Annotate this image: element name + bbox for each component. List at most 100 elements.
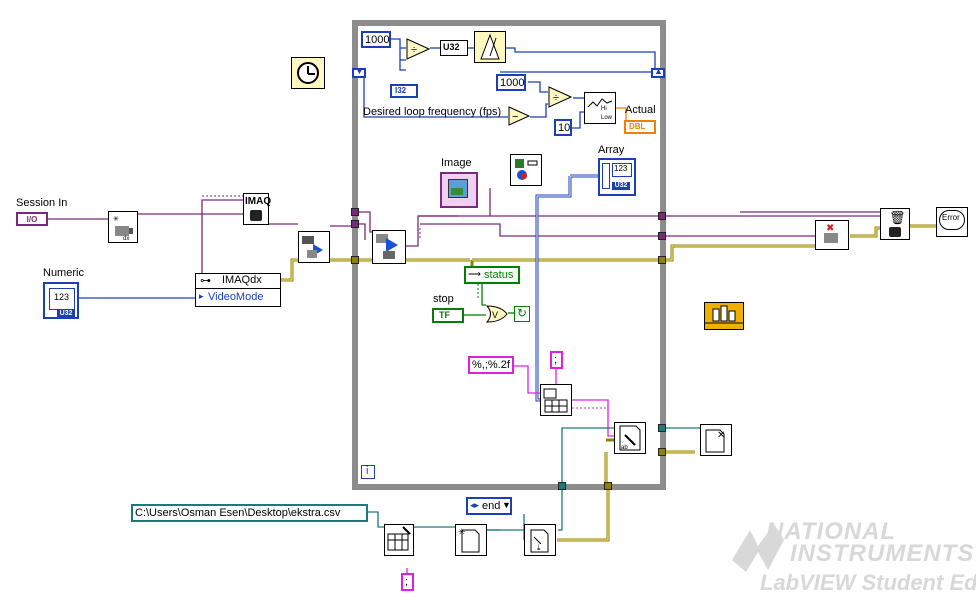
camera-icon: ✳dx [113,215,133,242]
array-indicator[interactable]: 123 U32 [598,158,636,196]
imaqdx-configure-grab-node[interactable] [298,231,330,263]
actual-label: Actual [625,104,656,116]
buildings-icon [705,305,743,324]
svg-text:Hi: Hi [601,106,607,112]
path-wire [368,511,386,528]
wait-until-ms-node[interactable] [474,31,506,63]
desired-loop-label: Desired loop frequency (fps) [363,106,502,118]
svg-text:✖: ✖ [826,223,834,234]
divide-node-top[interactable]: ÷ [406,38,431,60]
file-position-icon: ⤓ [530,529,549,553]
shift-register-left[interactable]: ▼ [352,66,366,78]
file-path-text: C:\Users\Osman Esen\Desktop\ekstra.csv [135,507,341,519]
ref-tunnel-right-2[interactable] [658,232,666,240]
file-tunnel-bottom[interactable] [558,482,566,490]
imaqdx-property-node[interactable]: ⊶ IMAQdx ▸ VideoMode [195,273,281,307]
imaqdx-open-camera-node[interactable]: ✳dx [108,211,138,243]
stop-button-terminal[interactable]: TF [432,308,464,323]
subtract-node[interactable]: − [508,106,531,126]
status-label: status [484,269,514,281]
loop-condition-terminal[interactable]: ↻ [514,306,530,322]
i32-constant[interactable]: I32 [390,84,418,98]
ref-tunnel-right-1[interactable] [658,212,666,220]
timing-node[interactable] [291,57,325,89]
format-string-constant[interactable]: %,;%.2f [468,356,514,374]
delimiter-constant-top[interactable]: ; [550,351,563,369]
build-path-node[interactable] [384,524,414,556]
end-enum-value: end [482,500,501,512]
error-tunnel-left[interactable] [351,256,359,264]
error-tunnel-right-2[interactable] [658,448,666,456]
svg-text:✳: ✳ [458,527,466,537]
trash-icon: 🗑 [889,210,906,225]
session-in-terminal[interactable]: I/O [16,212,48,226]
watermark-labview: LabVIEW Student Ed [760,570,976,595]
delimiter-constant-bottom[interactable]: ; [401,573,414,591]
close-file-node[interactable]: ✕ [700,424,732,456]
svg-text:✕: ✕ [717,430,725,441]
loop-condition-icon: ↻ [517,306,528,320]
format-wire [514,365,540,394]
watermark-national: NATIONAL [766,518,897,545]
constant-1000-mid[interactable]: 1000 [496,74,526,91]
image-to-array-node[interactable] [510,154,542,186]
divide-node-mid[interactable]: ÷ [548,86,573,108]
image-indicator[interactable] [440,172,478,208]
ni-logo-icon [732,524,784,572]
shift-register-right[interactable]: ▲ [651,66,665,78]
session-wire-2 [138,213,203,275]
or-node[interactable]: V [485,305,508,323]
numeric-control[interactable]: 123 U32 [43,282,79,319]
iteration-terminal[interactable]: i [361,465,375,479]
write-file-icon: ab [619,425,641,451]
buildings-glyph [704,302,744,330]
ref-tunnel-left-1[interactable] [351,208,359,216]
to-u32-node[interactable]: U32 [440,40,468,56]
constant-1000-top[interactable]: 1000 [361,31,391,48]
error-tunnel-bottom[interactable] [604,482,612,490]
io-terminal-label: I/O [26,215,38,224]
image-icon [448,179,468,198]
numeric-control-icon: 123 [49,288,75,310]
grab-icon [302,236,323,258]
metronome-icon [480,33,500,60]
array-to-spreadsheet-node[interactable] [540,384,572,416]
file-path-constant[interactable]: C:\Users\Osman Esen\Desktop\ekstra.csv [131,504,368,522]
write-to-text-file-node[interactable]: ab [614,422,646,454]
svg-text:V: V [492,310,498,320]
error-in-icon [250,210,262,221]
imaqdx-grab-node[interactable] [372,230,406,264]
svg-text:ab: ab [621,445,628,451]
svg-text:Low: Low [601,115,613,121]
unbundle-status-node[interactable]: ⟶ status [464,266,520,284]
while-loop-frame[interactable] [352,20,666,490]
file-tunnel-right[interactable] [658,424,666,432]
close-camera-icon: ✖ [824,223,838,243]
watermark-instruments: INSTRUMENTS [790,540,975,567]
svg-text:÷: ÷ [411,44,417,56]
simple-error-handler-node[interactable]: Error [936,207,968,237]
ref-tunnel-left-2[interactable] [351,220,359,228]
clock-icon [297,62,319,84]
imaq-create-node[interactable]: IMAQ [243,193,271,225]
set-file-position-node[interactable]: ⤓ [524,524,556,556]
ms-wire [390,38,406,49]
imaqdx-close-camera-node[interactable]: ✖ [815,220,849,250]
open-file-node[interactable]: ✳ [455,524,487,556]
videomode-property[interactable]: VideoMode [208,291,264,303]
end-enum-constant[interactable]: ◂▸ end ▼ [466,497,512,515]
actual-indicator[interactable]: DBL [624,120,656,134]
constant-10[interactable]: 10 [554,119,572,136]
dbl-wire [612,107,627,124]
array-label: Array [598,144,625,156]
svg-text:÷: ÷ [553,92,559,104]
error-tunnel-right[interactable] [658,256,666,264]
open-file-icon: ✳ [458,527,480,553]
error-bubble-icon: Error [939,210,965,230]
stop-label: stop [433,293,454,305]
imaq-dispose-node[interactable]: 🗑 [880,208,910,240]
svg-text:✳: ✳ [113,215,119,223]
